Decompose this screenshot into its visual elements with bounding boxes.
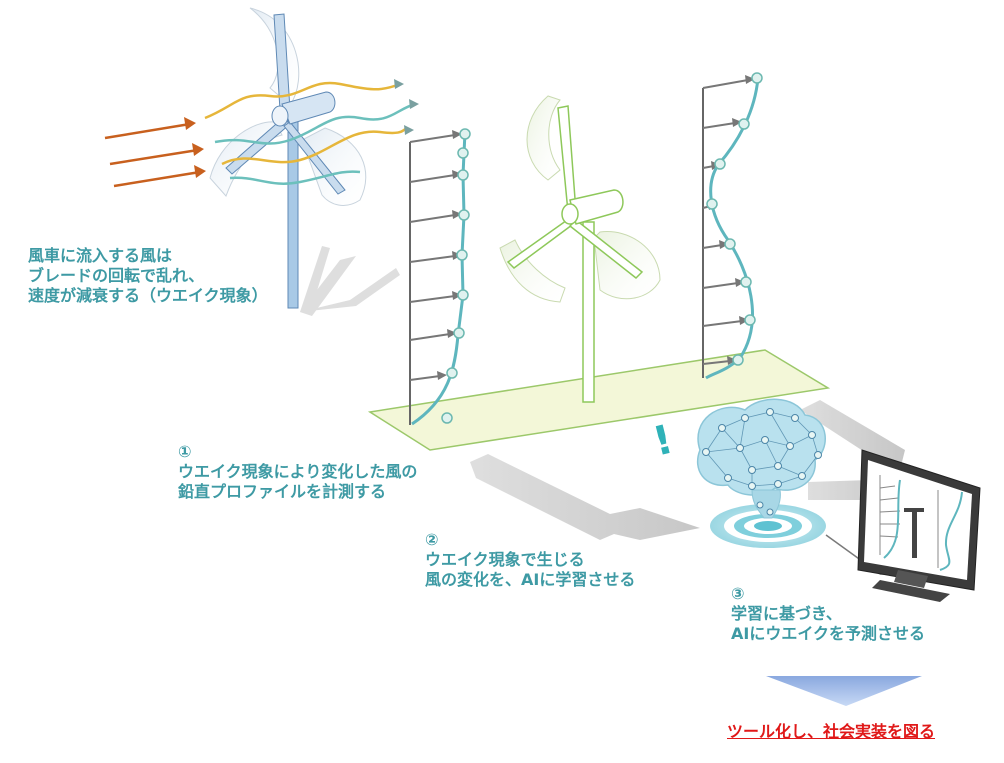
step-number: ② (425, 530, 635, 550)
step-line: 学習に基づき、 (731, 604, 925, 624)
intro-line: ブレードの回転で乱れ、 (28, 266, 268, 286)
turbine-shadow (300, 246, 400, 316)
step-number: ① (178, 442, 417, 462)
down-arrow-icon (766, 676, 922, 706)
step-number: ③ (731, 584, 925, 604)
step-line: AIにウエイクを予測させる (731, 624, 925, 644)
monitor-icon (826, 450, 980, 602)
profile-left (410, 129, 470, 425)
inflow-arrows (105, 117, 206, 186)
step-line: 鉛直プロファイルを計測する (178, 482, 417, 502)
step2-text: ② ウエイク現象で生じる 風の変化を、AIに学習させる (425, 530, 635, 590)
intro-line: 速度が減衰する（ウエイク現象） (28, 286, 268, 306)
brain-network-icon (698, 399, 826, 518)
step-line: 風の変化を、AIに学習させる (425, 570, 635, 590)
intro-text: 風車に流入する風は ブレードの回転で乱れ、 速度が減衰する（ウエイク現象） (28, 246, 268, 306)
step1-text: ① ウエイク現象により変化した風の 鉛直プロファイルを計測する (178, 442, 417, 502)
step-line: ウエイク現象により変化した風の (178, 462, 417, 482)
step-line: ウエイク現象で生じる (425, 550, 635, 570)
cta-link[interactable]: ツール化し、社会実装を図る (727, 718, 935, 742)
step3-text: ③ 学習に基づき、 AIにウエイクを予測させる (731, 584, 925, 644)
wind-turbine-icon (500, 96, 660, 402)
intro-line: 風車に流入する風は (28, 246, 268, 266)
profile-right (703, 73, 762, 378)
